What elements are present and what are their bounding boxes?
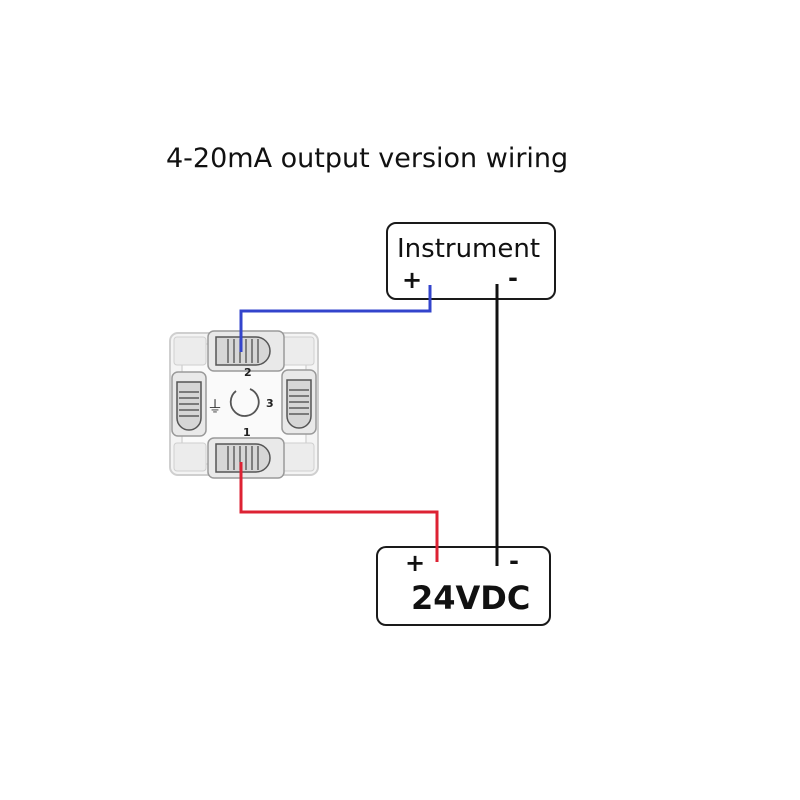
instrument-plus-label: + <box>402 266 423 294</box>
terminal-block <box>169 330 319 479</box>
center-screw-icon <box>229 388 260 417</box>
terminal-ground <box>171 371 207 437</box>
pin-2-label: 2 <box>244 366 252 379</box>
pin-1-label: 1 <box>243 426 251 439</box>
instrument-box <box>386 222 556 300</box>
terminal-2 <box>207 330 285 372</box>
terminal-3 <box>281 369 317 435</box>
power-supply-minus-label: - <box>509 547 519 575</box>
terminal-1 <box>207 437 285 479</box>
power-supply-label: 24VDC <box>411 579 531 617</box>
diagram-title: 4-20mA output version wiring <box>166 143 569 174</box>
power-supply-box <box>376 546 551 626</box>
ground-icon: ⏚ <box>207 397 224 416</box>
power-supply-plus-label: + <box>405 549 426 577</box>
instrument-minus-label: - <box>508 264 518 292</box>
pin-3-label: 3 <box>266 397 274 410</box>
instrument-label: Instrument <box>397 234 541 264</box>
red-wire <box>239 462 439 560</box>
